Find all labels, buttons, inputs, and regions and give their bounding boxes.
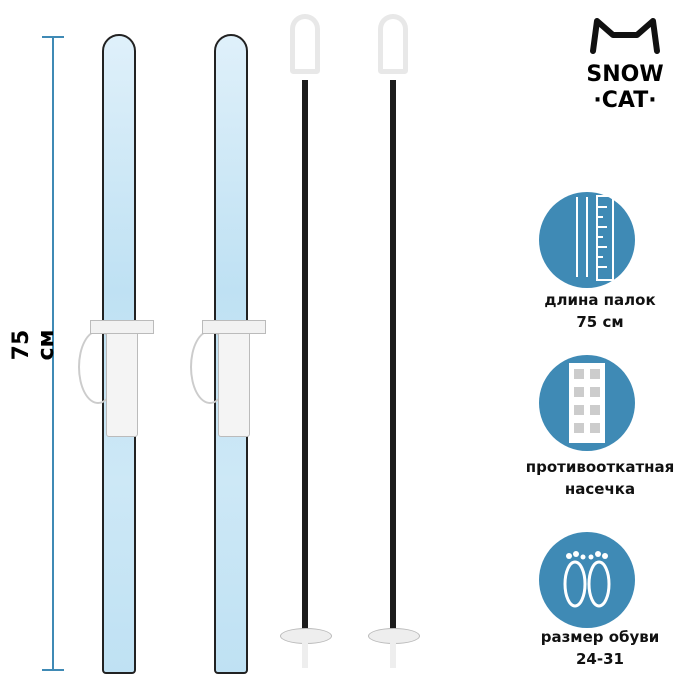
caption-line: 75 см [576, 313, 624, 331]
measure-tick-bottom [42, 669, 64, 671]
feature-caption-anti-slip: противооткатная насечка [500, 456, 700, 500]
ski-binding-right [190, 320, 266, 440]
feature-caption-shoe-size: размер обуви 24-31 [500, 626, 700, 670]
length-label: 75 см [9, 329, 59, 361]
pole-grip-left [290, 14, 320, 74]
pole-tip-right [390, 638, 396, 668]
feature-caption-pole-length: длина палок 75 см [500, 289, 700, 333]
caption-line: противооткатная [525, 458, 675, 476]
logo-line2: ·CAT· [593, 88, 657, 113]
snow-cat-logo: SNOW ·CAT· [575, 15, 675, 114]
logo-line1: SNOW [586, 62, 664, 87]
caption-line: размер обуви [540, 628, 660, 646]
measure-tick-top [42, 36, 64, 38]
pole-left [302, 80, 308, 640]
length-measure-line [52, 37, 54, 671]
anti-slip-notch-icon [539, 355, 635, 451]
pole-ruler-icon [539, 192, 635, 288]
caption-line: 24-31 [576, 650, 624, 668]
pole-right [390, 80, 396, 640]
pole-grip-right [378, 14, 408, 74]
footprints-icon [539, 532, 635, 628]
ski-binding-left [78, 320, 154, 440]
caption-line: длина палок [544, 291, 656, 309]
cat-ears-icon [590, 18, 660, 54]
caption-line: насечка [564, 480, 636, 498]
pole-tip-left [302, 638, 308, 668]
